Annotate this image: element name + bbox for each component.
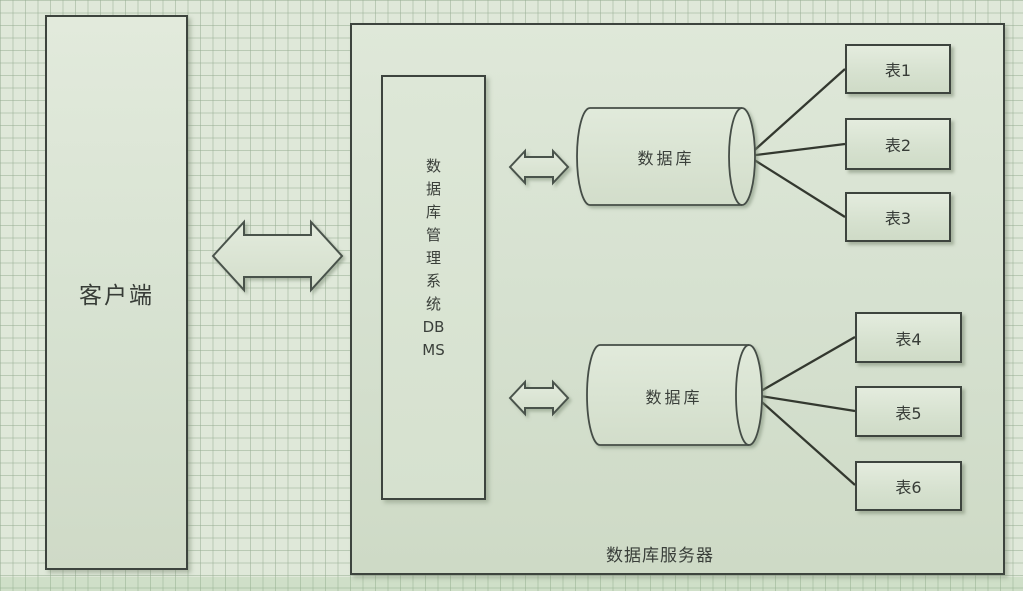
dbms-db2-double-arrow-icon xyxy=(508,379,570,417)
db1-table1-connector xyxy=(747,68,846,157)
table2-node: 表2 xyxy=(845,118,951,170)
table2-label: 表2 xyxy=(884,136,912,155)
database2-cylinder xyxy=(586,344,763,446)
grid-bottom-band xyxy=(0,577,1023,591)
db1-table3-connector xyxy=(747,155,846,218)
db1-table2-connector xyxy=(747,142,846,158)
table5-label: 表5 xyxy=(895,403,922,423)
table4-node: 表4 xyxy=(855,312,962,363)
table5-node: 表5 xyxy=(855,386,962,437)
db2-table5-connector xyxy=(753,393,856,413)
dbms-node: 数 据 库 管 理 系 统 DB MS xyxy=(381,75,486,500)
client-node-label: 客户端 xyxy=(79,282,154,309)
table6-node: 表6 xyxy=(855,461,962,511)
client-node: 客户端 xyxy=(45,15,188,570)
table1-label: 表1 xyxy=(884,61,912,80)
client-server-double-arrow-icon xyxy=(211,219,344,293)
db2-table4-connector xyxy=(753,336,856,396)
dbms-db1-double-arrow-icon xyxy=(508,148,570,186)
database1-cylinder xyxy=(576,107,756,206)
database1-cylinder-cap xyxy=(728,107,743,206)
table3-label: 表3 xyxy=(884,209,912,228)
table1-node: 表1 xyxy=(845,44,951,94)
db2-table6-connector xyxy=(753,394,856,486)
table3-node: 表3 xyxy=(845,192,951,242)
dbms-node-label: 数 据 库 管 理 系 统 DB MS xyxy=(422,157,445,359)
table6-label: 表6 xyxy=(895,478,922,497)
table4-label: 表4 xyxy=(895,329,922,349)
database2-cylinder-cap xyxy=(735,344,750,446)
